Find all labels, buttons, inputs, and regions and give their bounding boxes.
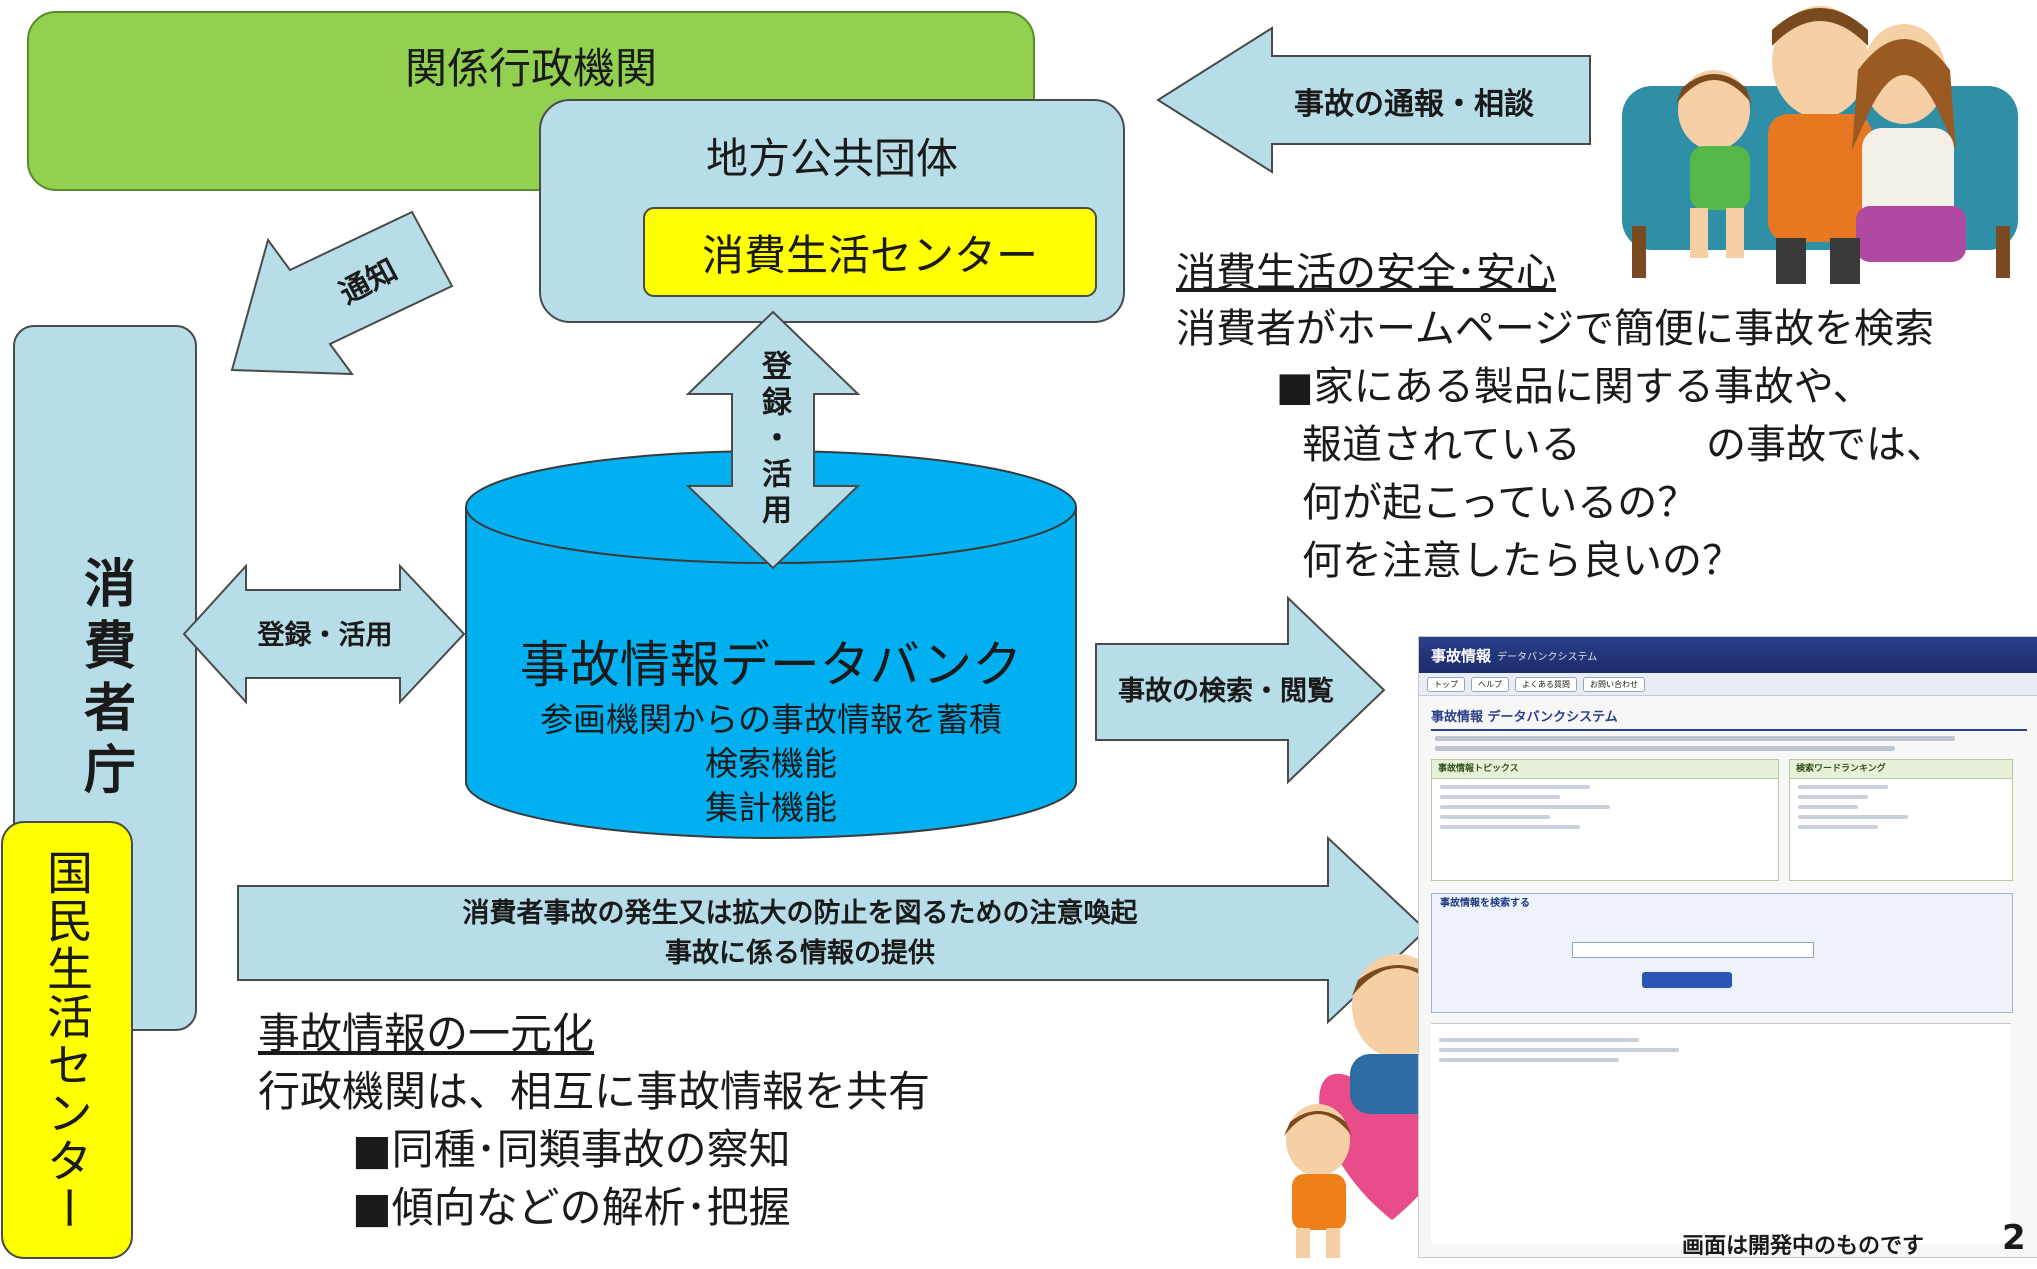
system-screenshot: 事故情報 データバンクシステム トップ ヘルプ よくある質問 お問い合わせ 事故… [1418,636,2037,1258]
register-use-horizontal-arrow [182,563,466,705]
screenshot-text-line [1435,736,1955,741]
screenshot-search-title: 事故情報を検索する [1440,898,1530,909]
safety-bullet-1: ■家にある製品に関する事故や、 [1276,364,1873,410]
report-consult-arrow [1156,26,1591,174]
screenshot-header: 事故情報 データバンクシステム [1419,637,2037,673]
screenshot-nav: トップ ヘルプ よくある質問 お問い合わせ [1419,673,2037,696]
database-line-2: 検索機能 [705,744,837,783]
safety-line-1: 消費者がホームページで簡便に事故を検索 [1176,306,1934,352]
search-browse-label: 事故の検索・閲覧 [1118,676,1334,707]
unify-heading: 事故情報の一元化 [258,1009,595,1058]
screenshot-page-title: 事故情報 データバンクシステム [1431,706,2027,731]
screenshot-nav-item[interactable]: お問い合わせ [1583,676,1645,692]
unify-bullet-2: ■傾向などの解析･把握 [352,1183,791,1232]
screenshot-bar [1798,825,1878,829]
screenshot-bar [1440,785,1590,789]
safety-line-2a: 報道されている [1302,422,1581,468]
register-use-vertical-label: 登録・活用 [756,350,791,530]
screenshot-bar [1798,785,1888,789]
national-center-box [1,821,133,1259]
notify-arrow [230,210,454,376]
unify-line-1: 行政機関は、相互に事故情報を共有 [258,1067,931,1116]
screenshot-header-sub: データバンクシステム [1497,651,1598,663]
unify-bullet-1: ■同種･同類事故の察知 [352,1125,791,1174]
screenshot-topics-title: 事故情報トピックス [1432,760,1778,779]
screenshot-bar [1798,795,1868,799]
local-government-label: 地方公共団体 [705,133,958,183]
warning-line-1: 消費者事故の発生又は拡大の防止を図るための注意喚起 [462,897,1138,929]
screenshot-search-panel: 事故情報を検索する [1431,893,2013,1013]
screenshot-ranking-title: 検索ワードランキング [1790,760,2012,779]
national-center-label: 国民生活センター [40,849,94,1233]
consumer-center-inner-box [643,207,1097,297]
safety-line-4: 何を注意したら良いの？ [1302,538,1742,584]
warning-line-2: 事故に係る情報の提供 [665,937,935,969]
screenshot-ranking-panel: 検索ワードランキング [1789,759,2013,881]
family-top-illustration [1622,6,2018,284]
safety-line-2b: の事故では、 [1706,422,1946,468]
search-browse-arrow [1095,595,1386,785]
report-consult-label: 事故の通報・相談 [1294,87,1534,122]
page-number: 2 [2002,1218,2026,1258]
screenshot-bar [1439,1038,1639,1042]
screenshot-bar [1440,815,1550,819]
footer-note: 画面は開発中のものです [1682,1234,1925,1259]
screenshot-nav-item[interactable]: ヘルプ [1471,676,1509,692]
database-line-3: 集計機能 [705,788,837,827]
screenshot-search-button[interactable] [1642,972,1732,988]
screenshot-bar [1440,795,1560,799]
screenshot-bar [1439,1058,1619,1062]
database-line-1: 参画機関からの事故情報を蓄積 [540,700,1002,739]
screenshot-search-input[interactable] [1572,942,1814,958]
consumer-agency-label: 消費者庁 [74,556,135,804]
screenshot-bar [1798,805,1858,809]
register-use-horizontal-label: 登録・活用 [257,619,393,651]
screenshot-text-line [1435,746,1895,751]
related-agencies-label: 関係行政機関 [404,43,657,93]
register-use-vertical-arrow [685,310,861,570]
screenshot-topics-panel: 事故情報トピックス [1431,759,1779,881]
screenshot-bar [1440,825,1580,829]
screenshot-nav-item[interactable]: トップ [1427,676,1465,692]
database-title: 事故情報データバンク [519,636,1023,694]
safety-heading: 消費生活の安全･安心 [1176,250,1556,296]
screenshot-nav-item[interactable]: よくある質問 [1515,676,1577,692]
safety-line-3: 何が起こっているの？ [1302,480,1698,526]
screenshot-lower-area [1431,1023,2011,1244]
consumer-center-inner-label: 消費生活センター [701,230,1038,280]
screenshot-header-title: 事故情報 [1431,646,1492,665]
screenshot-bar [1440,805,1610,809]
screenshot-bar [1798,815,1908,819]
screenshot-bar [1439,1048,1679,1052]
